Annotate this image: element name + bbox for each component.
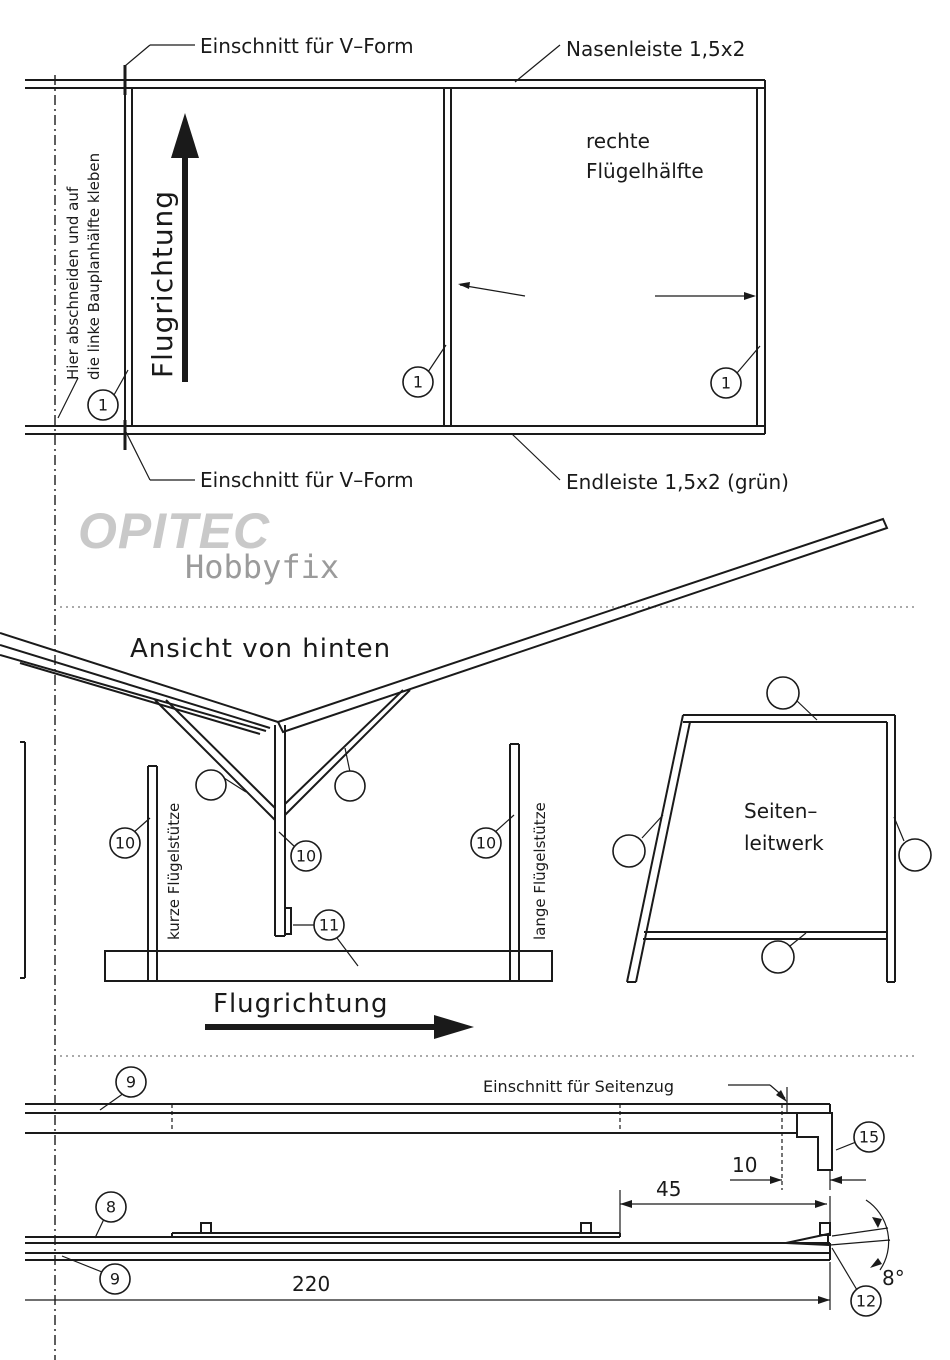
blank-callout: [195, 769, 227, 801]
fin-plan: Seiten– leitwerk: [612, 676, 932, 983]
part-number: 15: [859, 1128, 879, 1147]
part-callout: [402, 366, 434, 398]
side-note-line-1: Hier abschneiden und auf: [64, 186, 82, 380]
part-number: 1: [721, 374, 731, 393]
wing-plan: Flugrichtung Hier abschneiden und auf di…: [25, 34, 789, 494]
part-number: 12: [856, 1292, 876, 1311]
part-number: 1: [98, 396, 108, 415]
right-strut-2: [284, 689, 404, 805]
part-callout: [853, 1121, 885, 1153]
rudder-cut-label: Einschnitt für Seitenzug: [483, 1077, 674, 1096]
blank-callout: [612, 834, 646, 868]
rudder-horn: [796, 1112, 833, 1171]
v-cut-bottom-label: Einschnitt für V–Form: [200, 468, 414, 492]
fin-front-outer: [626, 714, 684, 983]
part-number: 1: [413, 373, 423, 392]
opitec-logo: OPITEC Hobbyfix: [78, 503, 339, 586]
left-wing-line-2: [0, 644, 271, 729]
flight-arrow-shaft: [182, 150, 188, 382]
left-strut-1: [154, 699, 276, 821]
v-cut-top-leader: [124, 44, 151, 67]
part-number: 10: [115, 834, 135, 853]
long-support-label: lange Flügelstütze: [531, 802, 549, 940]
tail-block: [819, 1222, 831, 1236]
cut-guides: [54, 75, 918, 1360]
part-callout: [470, 827, 502, 859]
fuselage-side: 45 8° 8 9 220 12: [25, 1177, 905, 1317]
dimension-45: 45: [656, 1177, 681, 1201]
tab: [580, 1222, 592, 1234]
part-callout: [99, 1263, 131, 1295]
dimension-220: 220: [292, 1272, 330, 1296]
blank-callout: [334, 770, 366, 802]
short-support-label: kurze Flügelstütze: [165, 803, 183, 940]
tab: [200, 1222, 212, 1234]
trailing-edge-leader: [511, 433, 561, 481]
logo-product: Hobbyfix: [185, 548, 339, 586]
wing-flight-direction: Flugrichtung: [146, 190, 179, 378]
left-strut-2: [165, 699, 276, 809]
blank-callout: [898, 838, 932, 872]
trailing-edge-label: Endleiste 1,5x2 (grün): [566, 470, 789, 494]
flight-arrow-shaft: [205, 1024, 440, 1030]
dimension-10: 10: [732, 1153, 757, 1177]
part-number: 10: [296, 847, 316, 866]
base-board: [104, 950, 553, 982]
leading-edge-leader: [514, 44, 561, 83]
rear-view: Ansicht von hinten kurze Flügelstütze la…: [0, 517, 889, 1039]
part-number: 10: [476, 834, 496, 853]
tail-wedge: [785, 1232, 829, 1247]
rear-view-title: Ansicht von hinten: [130, 634, 391, 664]
block-11: [284, 907, 292, 935]
flight-arrow-head-icon: [434, 1015, 474, 1039]
part-number: 9: [110, 1270, 120, 1289]
logo-brand: OPITEC: [78, 503, 270, 559]
blank-callout: [761, 940, 795, 974]
part-callout: [109, 827, 141, 859]
rear-flight-direction: Flugrichtung: [213, 989, 389, 1019]
v-cut-top-label: Einschnitt für V–Form: [200, 34, 414, 58]
flight-arrow-head-icon: [171, 113, 199, 158]
fin-label-2: leitwerk: [744, 831, 824, 855]
v-cut-bottom-leader: [124, 429, 151, 481]
fuselage-top: Einschnitt für Seitenzug 9 15 10: [25, 1066, 885, 1190]
side-note-line-2: die linke Bauplanhälfte kleben: [85, 153, 103, 380]
right-half-label-1: rechte: [586, 129, 650, 153]
right-wing-spar: [276, 517, 889, 734]
right-strut-1: [284, 689, 411, 816]
part-callout: [115, 1066, 147, 1098]
part-callout: [850, 1285, 882, 1317]
part-number: 8: [106, 1198, 116, 1217]
part-callout: [710, 367, 742, 399]
leading-edge-label: Nasenleiste 1,5x2: [566, 37, 745, 61]
part-number: 11: [319, 916, 339, 935]
blank-callout: [766, 676, 800, 710]
part-callout: [87, 389, 119, 421]
part-callout: [290, 840, 322, 872]
right-half-label-2: Flügelhälfte: [586, 159, 704, 183]
part-number: 9: [126, 1073, 136, 1092]
left-wing-line-1: [0, 632, 279, 723]
angle-8: 8°: [882, 1266, 905, 1290]
part-callout: [313, 909, 345, 941]
part-callout: [95, 1191, 127, 1223]
side-note-leader: [57, 377, 79, 419]
left-wing-line-3: [0, 654, 267, 732]
measure-arrow-left: [459, 284, 526, 297]
fin-label-1: Seiten–: [744, 799, 817, 823]
